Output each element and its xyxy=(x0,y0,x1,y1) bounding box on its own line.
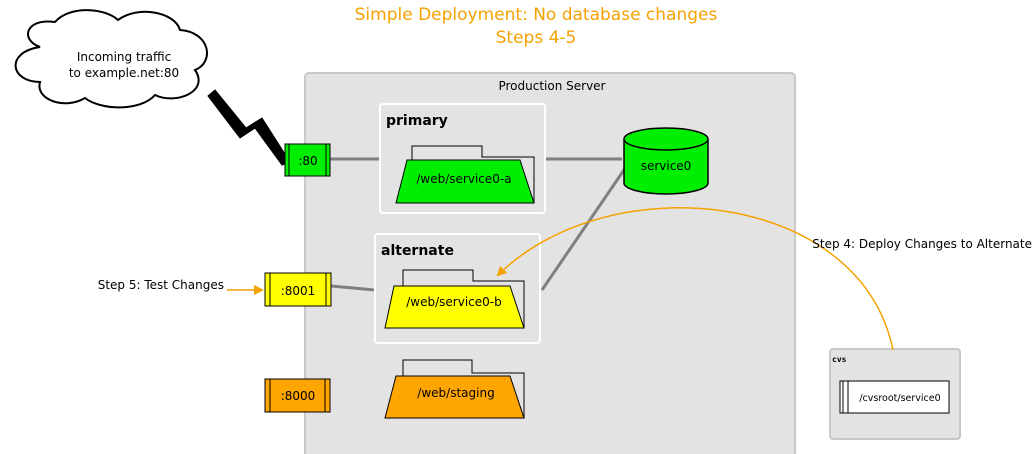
port-8001-label: :8001 xyxy=(281,284,316,298)
primary-label: primary xyxy=(386,113,448,129)
database-label: service0 xyxy=(641,159,692,173)
diagram-title-line2: Steps 4-5 xyxy=(496,28,577,48)
staging-folder-label: /web/staging xyxy=(417,386,494,400)
database-cylinder xyxy=(623,127,709,195)
step5-label: Step 5: Test Changes xyxy=(98,278,224,292)
staging-folder-icon xyxy=(384,375,525,419)
production-server-label: Production Server xyxy=(498,79,605,93)
cloud-text-line1: Incoming traffic xyxy=(77,50,171,64)
diagram-title-line1: Simple Deployment: No database changes xyxy=(355,5,718,25)
alternate-box xyxy=(374,233,541,344)
alternate-label: alternate xyxy=(381,243,454,259)
step4-arrow xyxy=(496,207,894,351)
cloud-text-line2: to example.net:80 xyxy=(69,66,179,80)
primary-folder-icon xyxy=(395,159,535,204)
primary-box xyxy=(379,103,546,214)
incoming-traffic-cloud xyxy=(14,9,208,109)
port-8001 xyxy=(264,272,332,307)
alternate-folder-icon xyxy=(384,285,525,329)
port-8000 xyxy=(264,378,331,413)
port-80 xyxy=(284,143,331,177)
step4-label: Step 4: Deploy Changes to Alternate xyxy=(812,237,1032,251)
cvs-repo-label: /cvsroot/service0 xyxy=(859,393,940,404)
port-8000-label: :8000 xyxy=(281,389,316,403)
link-alternate-db xyxy=(540,166,628,291)
staging-folder-back xyxy=(402,359,525,418)
lightning-bolt-connector xyxy=(207,89,291,166)
cvs-label: cvs xyxy=(832,355,847,364)
primary-folder-label: /web/service0-a xyxy=(416,172,511,186)
port-80-label: :80 xyxy=(298,154,317,168)
alternate-folder-label: /web/service0-b xyxy=(406,295,501,309)
primary-folder-back xyxy=(411,145,535,203)
cvs-repo-box xyxy=(839,380,950,414)
link-port8001-alternate xyxy=(330,284,376,292)
alternate-folder-back xyxy=(402,269,525,328)
